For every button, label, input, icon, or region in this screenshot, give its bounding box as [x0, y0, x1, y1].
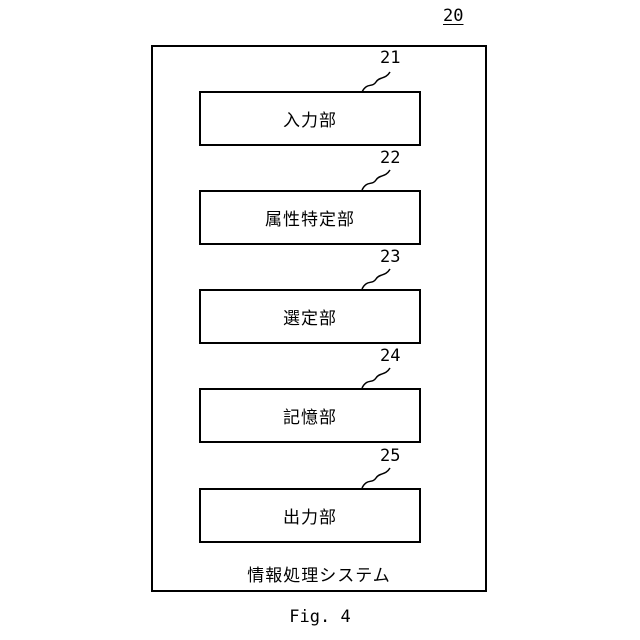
storage-unit-box: 記憶部 [199, 388, 421, 443]
input-unit-box: 入力部 [199, 91, 421, 146]
system-name-label: 情報処理システム [151, 561, 487, 586]
selection-unit-box: 選定部 [199, 289, 421, 344]
system-reference-number: 20 [443, 6, 463, 26]
output-unit-reference-number: 25 [380, 446, 400, 466]
output-unit-leader-line [358, 466, 394, 490]
output-unit-box: 出力部 [199, 488, 421, 543]
selection-unit-leader-line [358, 267, 394, 291]
output-unit-label: 出力部 [283, 503, 337, 528]
storage-unit-leader-line [358, 366, 394, 390]
attribute-identification-unit-box: 属性特定部 [199, 190, 421, 245]
input-unit-reference-number: 21 [380, 48, 400, 68]
attribute-identification-unit-label: 属性特定部 [265, 205, 355, 230]
storage-unit-reference-number: 24 [380, 346, 400, 366]
figure-caption: Fig. 4 [0, 607, 640, 627]
storage-unit-label: 記憶部 [283, 403, 337, 428]
attribute-identification-unit-leader-line [358, 168, 394, 192]
selection-unit-reference-number: 23 [380, 247, 400, 267]
selection-unit-label: 選定部 [283, 304, 337, 329]
input-unit-label: 入力部 [283, 106, 337, 131]
attribute-identification-unit-reference-number: 22 [380, 148, 400, 168]
